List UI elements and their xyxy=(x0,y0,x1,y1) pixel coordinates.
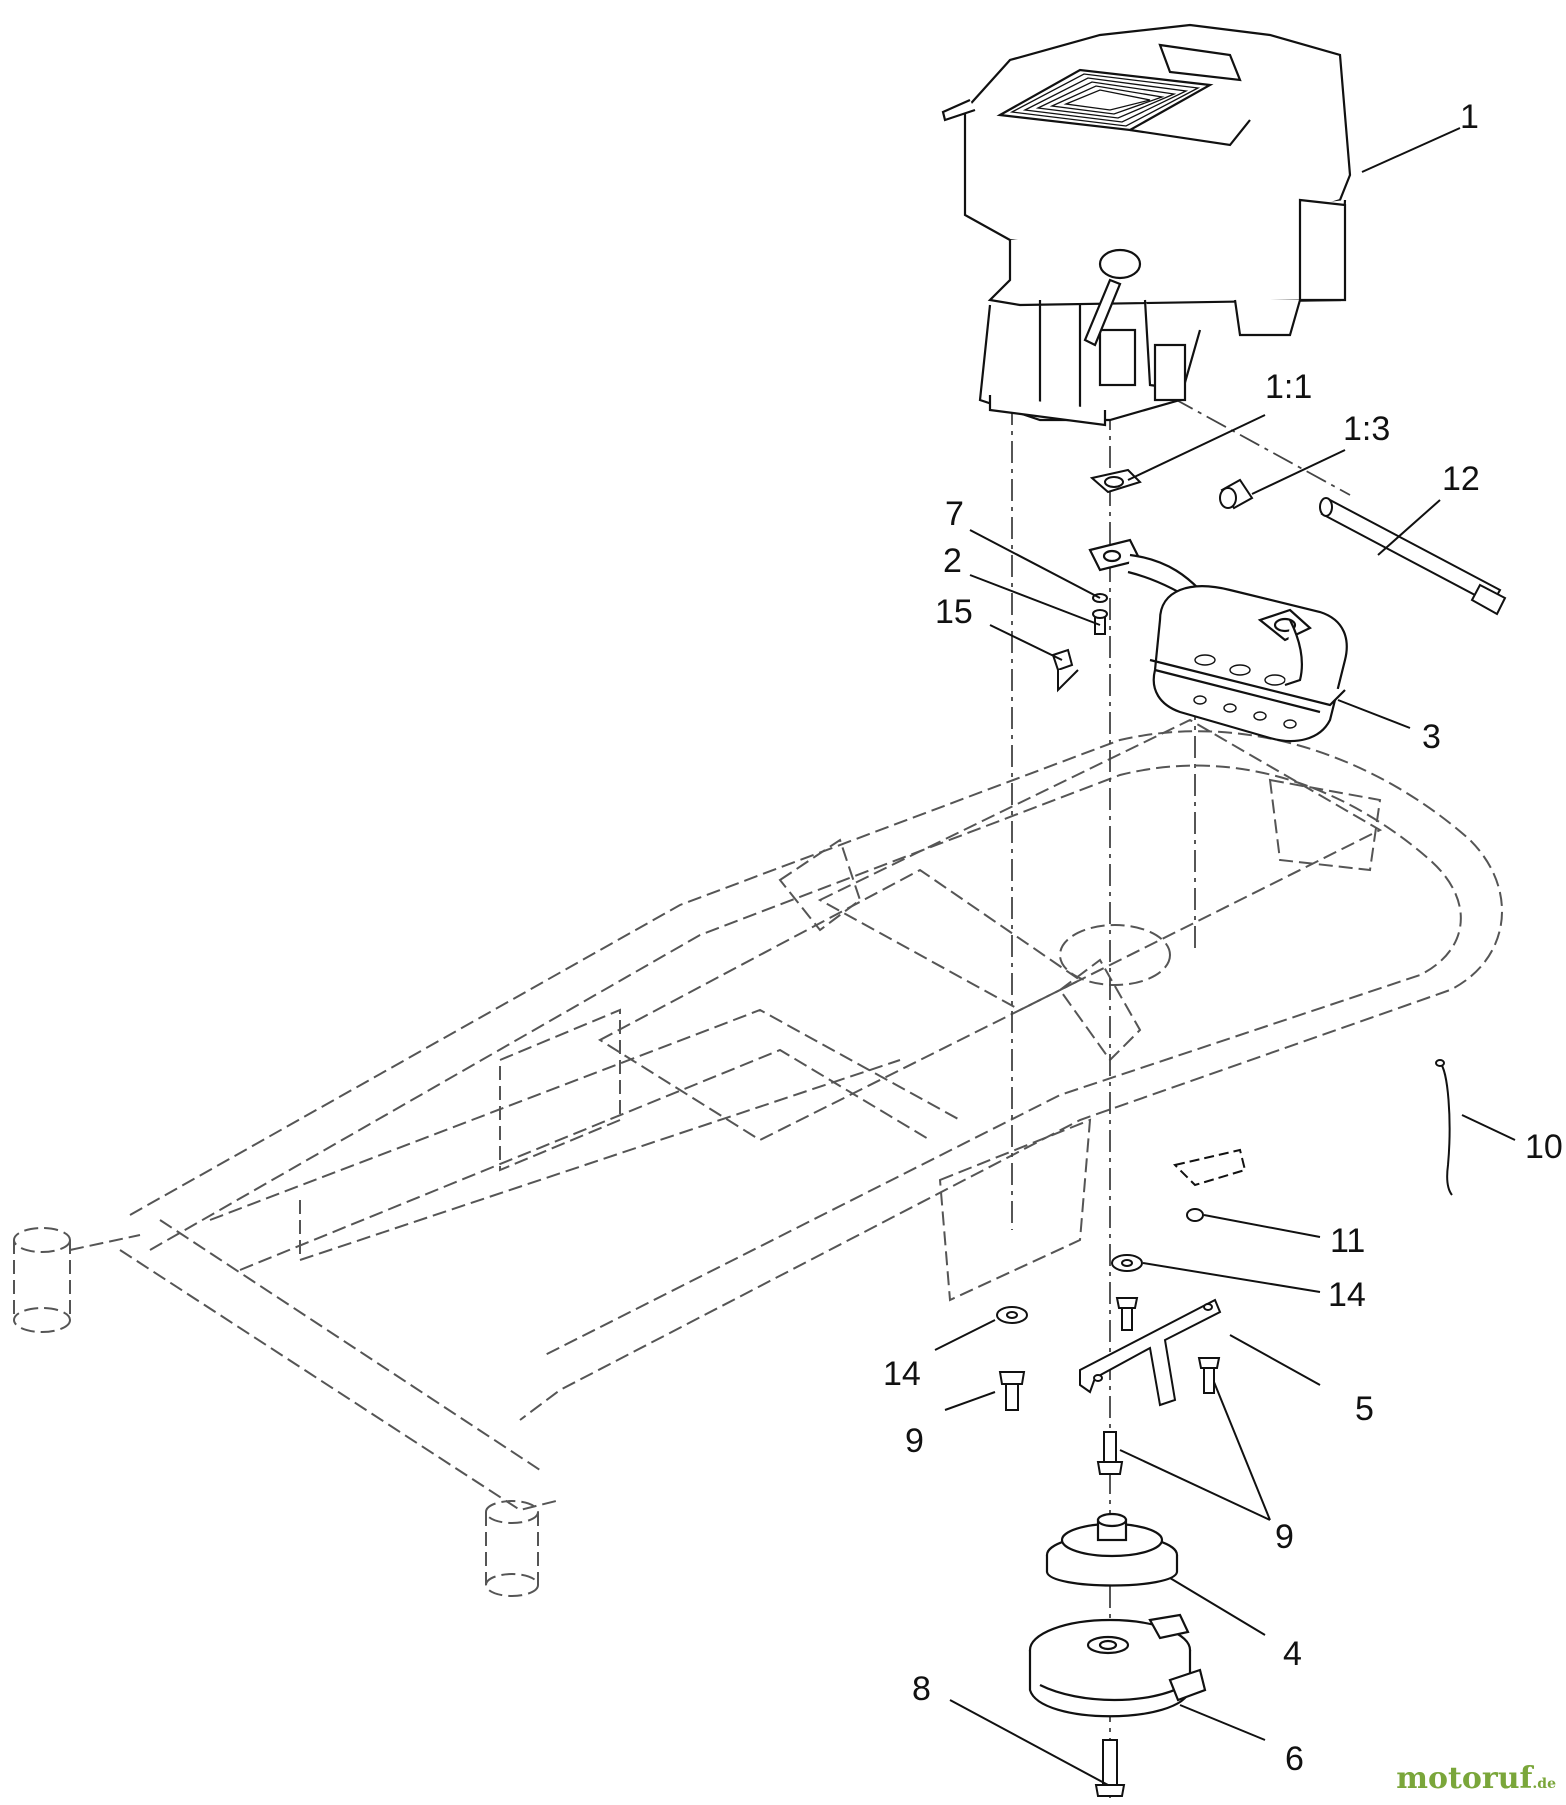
callout-6: 6 xyxy=(1285,1740,1304,1778)
callout-3: 3 xyxy=(1422,718,1441,756)
engine-assembly xyxy=(941,23,1352,427)
callout-2: 2 xyxy=(943,542,962,580)
callout-1-3: 1:3 xyxy=(1343,410,1390,448)
callout-1-1: 1:1 xyxy=(1265,368,1312,406)
watermark-brand: motoruf xyxy=(1396,1761,1533,1796)
callout-15: 15 xyxy=(935,593,973,631)
callout-1: 1 xyxy=(1460,98,1479,136)
oil-drain-hose xyxy=(1319,497,1507,616)
callout-4: 4 xyxy=(1283,1635,1302,1673)
callout-7: 7 xyxy=(945,495,964,533)
engine-mount-hardware xyxy=(996,1059,1453,1475)
callout-8: 8 xyxy=(912,1670,931,1708)
exhaust-gasket xyxy=(1089,468,1142,494)
muffler xyxy=(1088,538,1348,742)
watermark-logo: motoruf.de xyxy=(1396,1761,1556,1796)
mower-frame xyxy=(13,718,1503,1597)
callout-14a: 14 xyxy=(883,1355,921,1393)
clutch-bolt xyxy=(1094,1739,1126,1797)
callout-9a: 9 xyxy=(905,1422,924,1460)
pulley xyxy=(1045,1512,1179,1587)
callout-10: 10 xyxy=(1525,1128,1563,1166)
callout-11: 11 xyxy=(1330,1222,1365,1260)
leader-lines xyxy=(934,127,1516,1786)
watermark-tld: .de xyxy=(1532,1776,1556,1792)
fastener-hardware xyxy=(1051,593,1108,693)
pto-clutch xyxy=(1028,1613,1207,1718)
callout-5: 5 xyxy=(1355,1390,1374,1428)
elbow-fitting xyxy=(1219,478,1254,510)
callout-labels: 1 1:1 1:3 12 7 2 15 3 10 11 14 14 5 9 9 … xyxy=(883,98,1563,1778)
callout-9b: 9 xyxy=(1275,1518,1294,1556)
callout-12: 12 xyxy=(1442,460,1480,498)
callout-14b: 14 xyxy=(1328,1276,1366,1314)
